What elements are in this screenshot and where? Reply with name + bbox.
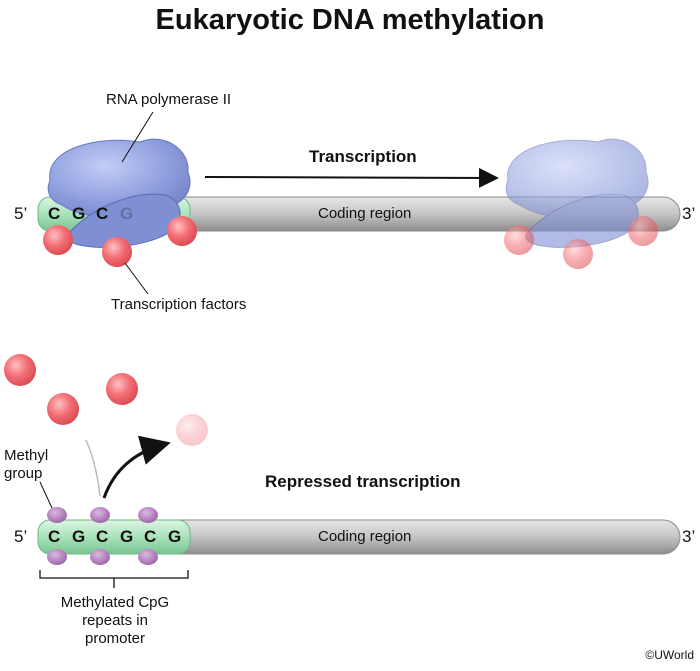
- transcription-factor-right-1: [504, 225, 534, 255]
- bottom-base-3: C: [96, 527, 109, 546]
- promoter-bracket: [39, 570, 189, 588]
- repressed-transcription-label: Repressed transcription: [265, 472, 461, 491]
- diagram-title: Eukaryotic DNA methylation: [155, 4, 545, 36]
- displacement-arrow: [102, 435, 171, 499]
- transcription-factor-right-3: [628, 216, 658, 246]
- methyl-label-line-1: Methyl: [4, 447, 49, 464]
- bracket-label-line-1: Methylated CpG: [60, 594, 170, 611]
- bracket-label-line-3: promoter: [84, 630, 146, 647]
- polymerase-leader-line: [121, 111, 154, 163]
- bottom-base-4: G: [120, 527, 134, 546]
- bottom-promoter-segment: [37, 519, 191, 555]
- top-base-1: C: [48, 204, 61, 223]
- bottom-dna-strand: [37, 519, 681, 555]
- bottom-base-1: C: [48, 527, 61, 546]
- methyl-group-top-3: [138, 507, 158, 523]
- copyright-notice: ©UWorld: [645, 648, 694, 662]
- transcription-arrow-label: Transcription: [309, 147, 417, 166]
- top-base-3: C: [96, 204, 109, 223]
- free-transcription-factor-3: [47, 393, 79, 425]
- rna-polymerase-label: RNA polymerase II: [106, 91, 232, 108]
- methyl-group-top-2: [90, 507, 110, 523]
- methyl-groups: [47, 507, 158, 565]
- displaced-transcription-factor: [176, 414, 208, 446]
- transcription-arrow: [204, 167, 499, 188]
- free-transcription-factors: [4, 354, 208, 446]
- bracket-label-line-2: repeats in: [82, 612, 148, 629]
- bottom-base-6: G: [168, 527, 182, 546]
- top-three-prime-label: 3’: [682, 204, 696, 223]
- bottom-base-5: C: [144, 527, 157, 546]
- rna-polymerase-right: [505, 138, 649, 248]
- bottom-three-prime-label: 3’: [682, 527, 696, 546]
- transcription-factors-right: [504, 216, 658, 269]
- methyl-leader-line: [39, 481, 53, 509]
- bottom-base-2: G: [72, 527, 86, 546]
- methyl-blocking-line: [85, 439, 101, 497]
- top-base-2: G: [72, 204, 86, 223]
- methyl-group-bottom-1: [47, 549, 67, 565]
- top-base-4: G: [120, 204, 134, 223]
- methyl-group-bottom-3: [138, 549, 158, 565]
- transcription-factor-2: [102, 237, 132, 267]
- free-transcription-factor-1: [4, 354, 36, 386]
- transcription-factors-label: Transcription factors: [111, 296, 247, 313]
- bottom-five-prime-label: 5’: [14, 527, 28, 546]
- methyl-group-top-1: [47, 507, 67, 523]
- top-coding-region-label: Coding region: [318, 205, 412, 222]
- methyl-label-line-2: group: [4, 465, 43, 482]
- factors-leader-line: [124, 262, 149, 295]
- transcription-factor-1: [43, 225, 73, 255]
- methyl-group-bottom-2: [90, 549, 110, 565]
- free-transcription-factor-2: [106, 373, 138, 405]
- rna-polymerase-left: [47, 138, 191, 248]
- transcription-factor-right-2: [563, 239, 593, 269]
- transcription-factor-3: [167, 216, 197, 246]
- top-five-prime-label: 5’: [14, 204, 28, 223]
- bottom-coding-region-label: Coding region: [318, 528, 412, 545]
